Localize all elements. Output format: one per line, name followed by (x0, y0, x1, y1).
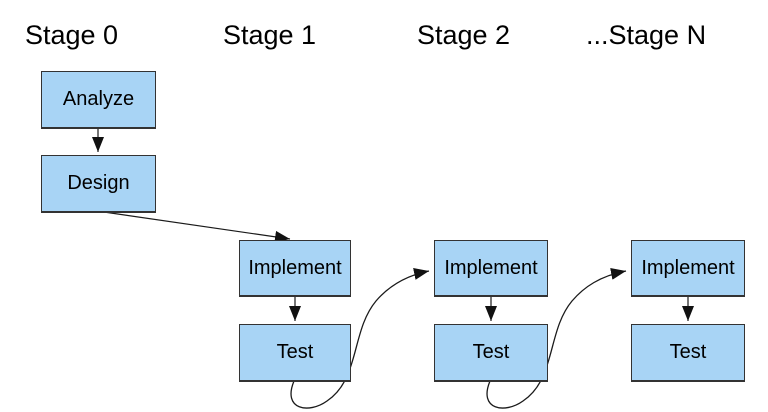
implement-box-stage1: Implement (239, 240, 351, 297)
design-box: Design (41, 155, 156, 213)
implement-box-stageN: Implement (631, 240, 745, 297)
implement-box-stage2: Implement (434, 240, 548, 297)
stage-label-1: Stage 1 (223, 20, 317, 50)
stage-label-2: Stage 2 (417, 20, 511, 50)
test-box-stage1: Test (239, 324, 351, 382)
test-box-stage2: Test (434, 324, 548, 382)
stage-label-n: ...Stage N (586, 20, 707, 50)
stage-label-0: Stage 0 (25, 20, 119, 50)
arrow-design-to-implement-1 (96, 210, 291, 243)
test-box-stageN: Test (631, 324, 745, 382)
analyze-box: Analyze (41, 71, 156, 129)
